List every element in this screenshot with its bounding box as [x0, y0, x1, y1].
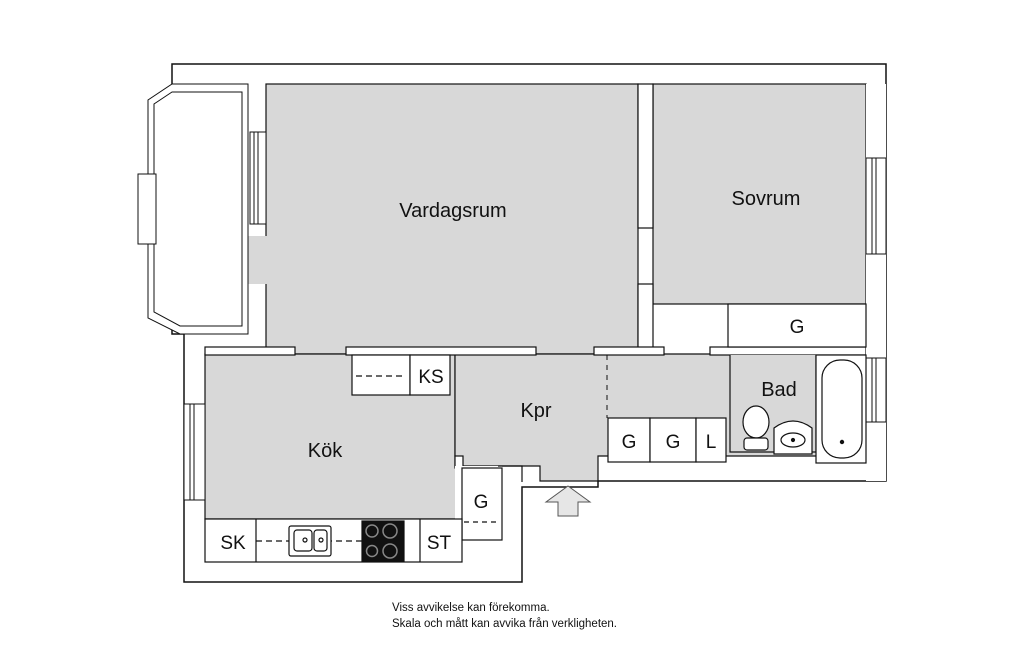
bedroom-wardrobe	[727, 303, 867, 348]
bedroom-wardrobe-label: G	[790, 317, 805, 338]
hall-wardrobe-2-label: G	[666, 432, 681, 453]
living-room-floor	[265, 83, 639, 355]
kitchen-window	[183, 403, 206, 501]
toilet	[742, 405, 770, 439]
kitchen-label: Kök	[308, 440, 343, 462]
disclaimer-line-1: Viss avvikelse kan förekomma.	[392, 602, 550, 614]
entrance-arrow	[544, 485, 592, 517]
bedroom-label: Sovrum	[732, 188, 801, 210]
hall-wardrobe-1-label: G	[622, 432, 637, 453]
living-room-window	[249, 131, 267, 225]
bedroom-window	[865, 157, 887, 255]
bay-window	[137, 83, 249, 335]
living-room-label: Vardagsrum	[399, 200, 506, 222]
bedroom-floor	[652, 83, 867, 305]
hallway-label: Kpr	[520, 400, 551, 422]
tall-cabinet-label: ST	[427, 533, 452, 554]
living-room-bay-floor	[248, 236, 268, 284]
bathroom-window	[865, 357, 887, 423]
hall-cabinets	[607, 417, 727, 463]
fridge-freezer-label: KS	[418, 367, 443, 388]
fridge-unit	[351, 354, 451, 396]
hall-small-wardrobe	[454, 455, 523, 541]
bathroom	[729, 354, 867, 464]
linen-closet-label: L	[706, 432, 717, 453]
bathroom-label: Bad	[761, 379, 797, 401]
dishwasher-label: SK	[220, 533, 246, 554]
kitchen-counter	[204, 518, 463, 563]
hall-small-wardrobe-label: G	[474, 492, 489, 513]
disclaimer-line-2: Skala och mått kan avvika från verklighe…	[392, 618, 618, 630]
